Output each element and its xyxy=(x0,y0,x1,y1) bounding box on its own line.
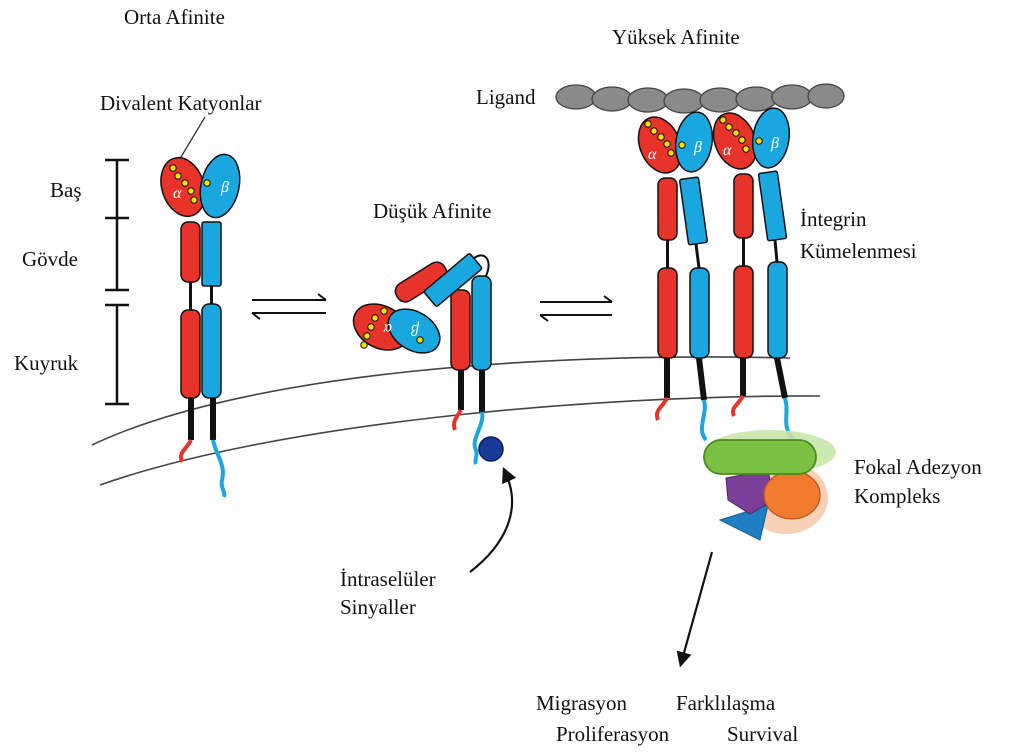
signal-molecule xyxy=(479,437,503,461)
svg-text:α: α xyxy=(173,185,182,202)
ligand-chain xyxy=(556,84,844,113)
intracellular-signal-arrow xyxy=(470,474,512,572)
tail-label: Kuyruk xyxy=(14,351,79,375)
integrin-high-2: α β xyxy=(706,106,794,440)
head-label: Baş xyxy=(50,178,82,202)
integrin-high-1: α β xyxy=(631,110,716,440)
integrin-intermediate: α β xyxy=(154,151,245,497)
svg-text:β: β xyxy=(411,321,420,338)
svg-text:α: α xyxy=(383,320,392,337)
divalent-cations-label: Divalent Katyonlar xyxy=(100,91,262,115)
clustering-label-1: İntegrin xyxy=(800,207,867,231)
intracellular-label-2: Sinyaller xyxy=(340,595,416,619)
svg-text:β: β xyxy=(770,135,779,152)
cations-pointer-line xyxy=(178,117,205,162)
svg-text:α: α xyxy=(723,142,732,159)
high-affinity-title: Yüksek Afinite xyxy=(612,25,740,49)
svg-text:β: β xyxy=(693,139,702,156)
downstream-arrow xyxy=(682,552,712,660)
focal-adhesion-label-1: Fokal Adezyon xyxy=(854,455,982,479)
low-affinity-title: Düşük Afinite xyxy=(373,199,491,223)
outcome-migration: Migrasyon xyxy=(536,691,627,715)
domain-bracket xyxy=(105,160,129,404)
focal-adhesion-complex xyxy=(704,430,836,540)
integrin-low: α β xyxy=(346,253,491,464)
intermediate-affinity-title: Orta Afinite xyxy=(124,5,225,29)
intracellular-label-1: İntraselüler xyxy=(340,567,436,591)
outcome-survival: Survival xyxy=(727,722,798,746)
equilibrium-arrow-1 xyxy=(252,294,326,319)
svg-text:β: β xyxy=(220,179,229,196)
outcome-differentiation: Farklılaşma xyxy=(676,691,776,715)
ligand-label: Ligand xyxy=(476,85,536,109)
equilibrium-arrow-2 xyxy=(540,296,612,321)
stalk-label: Gövde xyxy=(22,247,78,271)
clustering-label-2: Kümelenmesi xyxy=(800,239,917,263)
svg-text:α: α xyxy=(648,146,657,163)
focal-adhesion-label-2: Kompleks xyxy=(854,484,940,508)
outcome-proliferation: Proliferasyon xyxy=(556,722,670,746)
